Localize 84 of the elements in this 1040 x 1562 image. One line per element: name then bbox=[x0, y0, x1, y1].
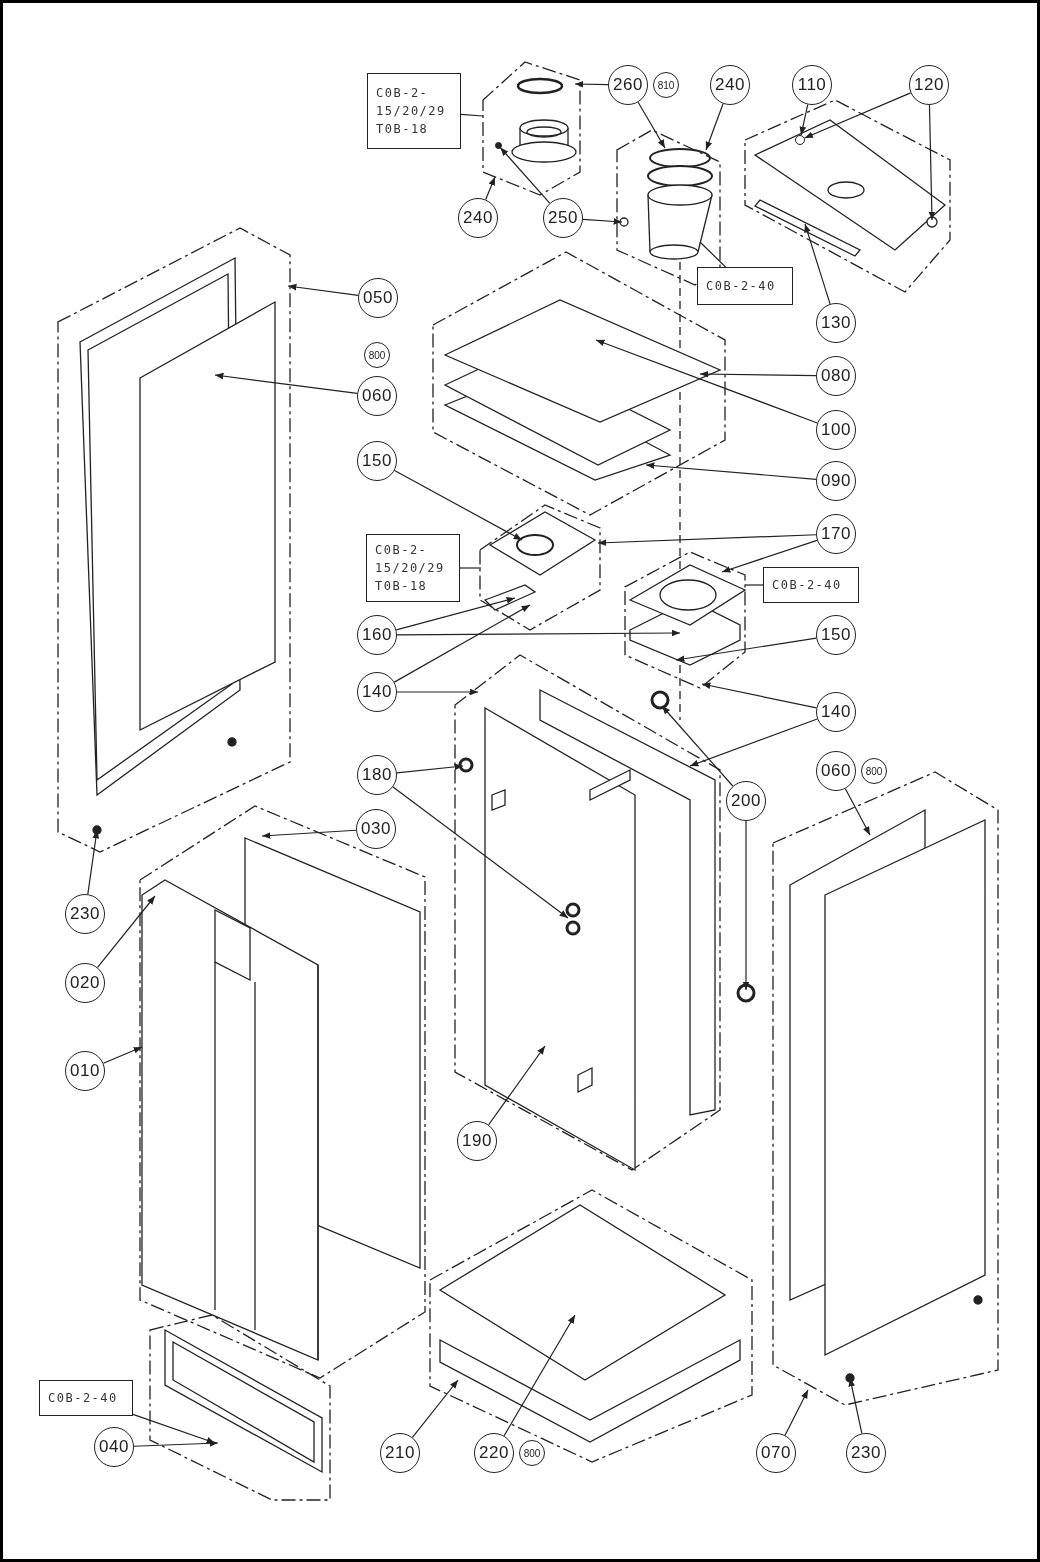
leader-line bbox=[411, 1379, 459, 1438]
callout-number: 240 bbox=[710, 65, 750, 105]
callout-number: 140 bbox=[357, 672, 397, 712]
callout-number: 140 bbox=[816, 692, 856, 732]
callout-number: 200 bbox=[726, 781, 766, 821]
screw-head bbox=[795, 135, 805, 145]
callout-number: 060 bbox=[816, 751, 856, 791]
callout-number: 050 bbox=[358, 278, 398, 318]
leader-line bbox=[396, 688, 479, 696]
leader-line bbox=[595, 339, 818, 424]
leader-line bbox=[287, 283, 359, 296]
leader-line bbox=[392, 786, 569, 919]
leader-line bbox=[645, 462, 817, 480]
leader-line bbox=[214, 372, 358, 395]
callout-number: 110 bbox=[792, 65, 832, 105]
leader-line bbox=[582, 218, 623, 225]
leader-line bbox=[699, 241, 727, 268]
model-label: C0B-2-40 bbox=[39, 1380, 133, 1416]
leader-line bbox=[488, 1045, 546, 1126]
model-label: C0B-2-40 bbox=[763, 567, 859, 603]
callout-number: 240 bbox=[458, 198, 498, 238]
leader-line bbox=[485, 176, 496, 201]
leader-line bbox=[637, 101, 666, 149]
callout-number: 250 bbox=[543, 198, 583, 238]
leader-line bbox=[799, 103, 809, 136]
callout-number: 150 bbox=[357, 441, 397, 481]
callout-number: 190 bbox=[457, 1121, 497, 1161]
leader-line bbox=[261, 829, 357, 839]
callout-number: 210 bbox=[380, 1433, 420, 1473]
callout-number: 220 bbox=[474, 1433, 514, 1473]
leader-line bbox=[721, 539, 818, 573]
callout-number: 180 bbox=[357, 755, 397, 795]
leader-line bbox=[393, 604, 531, 683]
callout-number: 090 bbox=[816, 461, 856, 501]
model-label: C0B-2-40 bbox=[697, 267, 793, 305]
model-label: C0B-2- 15/20/29 T0B-18 bbox=[366, 534, 460, 602]
leader-line bbox=[393, 469, 523, 541]
callout-number: 260 bbox=[608, 65, 648, 105]
leader-line bbox=[396, 763, 464, 774]
callout-number: 150 bbox=[816, 615, 856, 655]
leader-line bbox=[784, 1389, 809, 1436]
quantity-number: 800 bbox=[861, 758, 887, 784]
leader-line bbox=[675, 637, 817, 662]
callout-number: 230 bbox=[65, 894, 105, 934]
leader-line bbox=[928, 104, 936, 221]
leader-line bbox=[689, 718, 818, 767]
leader-line bbox=[460, 113, 484, 117]
leader-line bbox=[844, 788, 871, 836]
leader-line bbox=[744, 584, 764, 586]
leader-line bbox=[396, 629, 681, 637]
leader-line bbox=[395, 596, 516, 631]
leader-line bbox=[699, 370, 817, 378]
callout-number: 230 bbox=[846, 1433, 886, 1473]
quantity-number: 800 bbox=[519, 1440, 545, 1466]
callout-number: 170 bbox=[816, 514, 856, 554]
leader-line bbox=[804, 92, 912, 139]
model-label: C0B-2- 15/20/29 T0B-18 bbox=[367, 73, 461, 149]
leader-line bbox=[804, 223, 831, 305]
callout-number: 010 bbox=[65, 1051, 105, 1091]
quantity-number: 800 bbox=[364, 342, 390, 368]
leader-line bbox=[597, 534, 817, 547]
callout-number: 160 bbox=[357, 615, 397, 655]
callout-number: 100 bbox=[816, 410, 856, 450]
callout-number: 030 bbox=[356, 809, 396, 849]
leader-line bbox=[133, 1439, 219, 1447]
leader-line bbox=[96, 895, 156, 968]
callout-number: 120 bbox=[909, 65, 949, 105]
quantity-number: 810 bbox=[653, 72, 679, 98]
leader-line bbox=[459, 567, 482, 569]
leader-line bbox=[503, 1314, 576, 1437]
leader-line bbox=[705, 103, 724, 151]
leader-line bbox=[742, 820, 750, 991]
leader-line bbox=[499, 147, 551, 204]
callout-number: 070 bbox=[756, 1433, 796, 1473]
leader-line bbox=[661, 705, 734, 787]
callout-number: 040 bbox=[94, 1427, 134, 1467]
screw-head bbox=[494, 141, 502, 149]
callout-number: 130 bbox=[816, 303, 856, 343]
leader-line bbox=[574, 80, 609, 88]
callout-number: 020 bbox=[65, 963, 105, 1003]
leader-line bbox=[701, 682, 817, 709]
callout-number: 060 bbox=[357, 376, 397, 416]
callout-number: 080 bbox=[816, 356, 856, 396]
leader-line bbox=[102, 1046, 143, 1064]
